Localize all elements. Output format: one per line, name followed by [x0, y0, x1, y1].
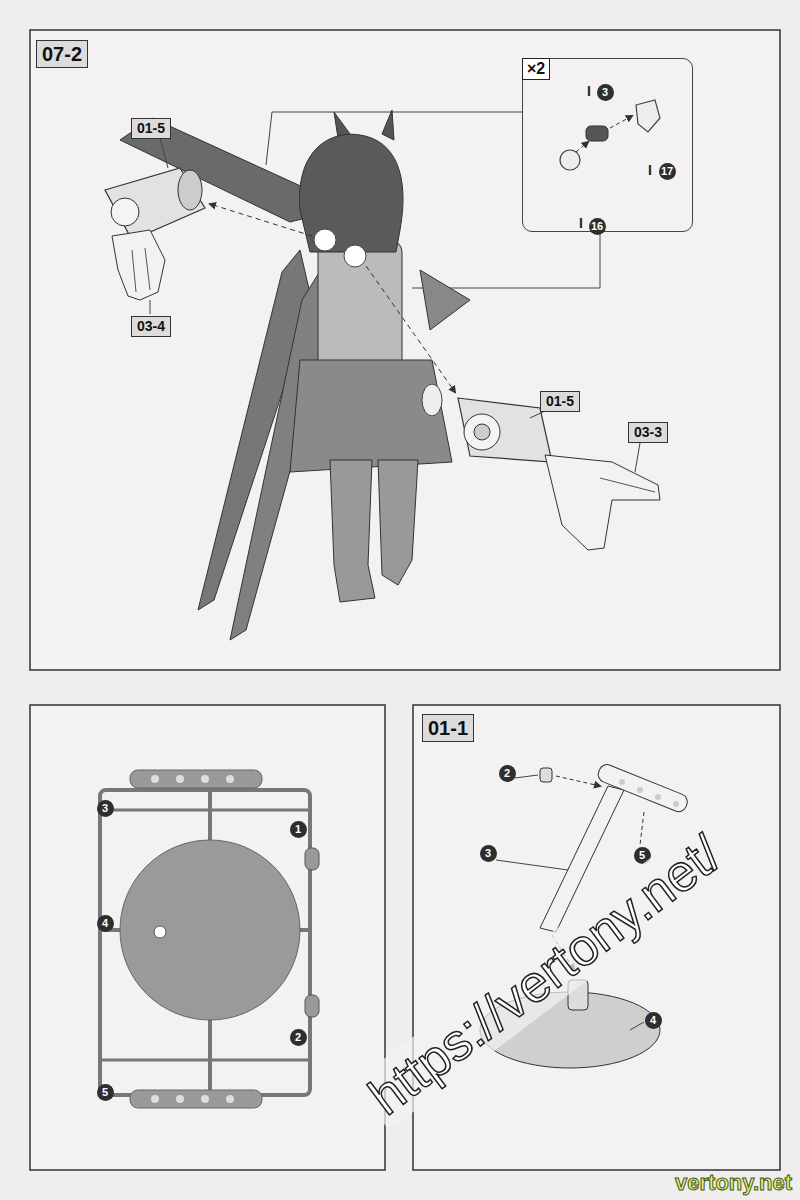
part-number: 5: [102, 1086, 108, 1098]
step-number: 01-1: [428, 716, 468, 740]
part-number: 1: [295, 823, 301, 835]
part-number: 3: [485, 847, 491, 859]
part-number: 5: [639, 849, 645, 861]
callout-number: 4: [97, 915, 114, 932]
part-number: 16: [591, 220, 603, 232]
runner-letter: I: [579, 215, 583, 231]
callout-number: 3: [97, 800, 114, 817]
step-number: 07-2: [42, 42, 82, 66]
callout-number: 2: [499, 765, 516, 782]
part-tag: 03-4: [131, 316, 171, 337]
watermark: vertony.net: [675, 1170, 792, 1196]
part-number: 4: [102, 917, 108, 929]
callout-number: 17: [659, 163, 676, 180]
callout-number: 16: [589, 218, 606, 235]
step-number: 01-5: [546, 393, 574, 410]
part-number: 4: [650, 1014, 656, 1026]
part-number: 2: [504, 767, 510, 779]
callout-number: 4: [645, 1012, 662, 1029]
quantity-tag: ×2: [522, 58, 550, 80]
callout-number: 1: [290, 821, 307, 838]
callout-number: 3: [480, 845, 497, 862]
part-number: 3: [102, 802, 108, 814]
runner-letter: I: [648, 162, 652, 178]
part-tag: 01-1: [422, 714, 474, 742]
part-tag: 01-5: [540, 391, 580, 412]
part-tag: 03-3: [628, 422, 668, 443]
callout-number: 3: [597, 84, 614, 101]
step-number: 03-4: [137, 318, 165, 335]
part-number: 3: [602, 86, 608, 98]
part-number: 17: [661, 165, 673, 177]
part-tag: 07-2: [36, 40, 88, 68]
runner-letter: I: [587, 83, 591, 99]
part-number: 2: [295, 1031, 301, 1043]
part-tag: 01-5: [131, 118, 171, 139]
callout-number: 2: [290, 1029, 307, 1046]
step-number: 03-3: [634, 424, 662, 441]
callout-number: 5: [97, 1084, 114, 1101]
step-number: 01-5: [137, 120, 165, 137]
detail-inset: ×2 3 17 16: [522, 58, 693, 232]
